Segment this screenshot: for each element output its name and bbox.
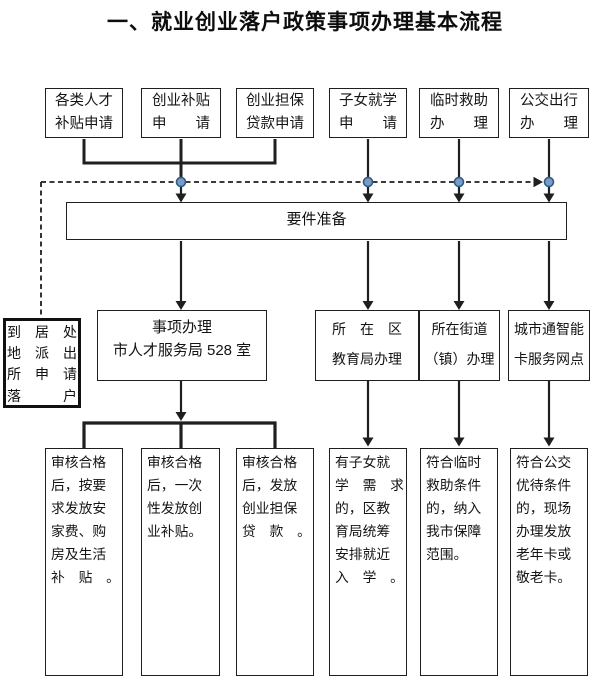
box-result-assistance-coverage: 符合临时救助条件的，纳入我市保障范围。	[420, 448, 498, 676]
junction-dot	[543, 176, 555, 188]
box-district-education-bureau: 所 在 区教育局办理	[315, 310, 419, 381]
junction-dots	[175, 176, 555, 188]
box-requirements-preparation: 要件准备	[66, 202, 567, 240]
branch-connector	[82, 421, 277, 448]
box-children-schooling-application: 子女就学申 请	[329, 88, 407, 138]
page-title: 一、就业创业落户政策事项办理基本流程	[107, 11, 503, 34]
merge-connector	[82, 139, 277, 178]
box-result-settlement-housing-subsidy: 审核合格后，按要求发放安家费、购房及生活补 贴 。	[45, 448, 123, 676]
box-temporary-assistance: 临时救助办 理	[419, 88, 499, 138]
result-arrow-shafts	[366, 381, 551, 438]
box-result-senior-bus-card: 符合公交优待条件的，现场办理发放老年卡或敬老卡。	[510, 448, 588, 676]
box-talent-subsidy-application: 各类人才补贴申请	[45, 88, 123, 138]
box-street-town-office: 所在街道（镇）办理	[419, 310, 500, 381]
box-citycard-service-network: 城市通智能卡服务网点	[508, 310, 590, 381]
prepare-arrow-shafts	[179, 241, 551, 303]
box-startup-loan-application: 创业担保贷款申请	[236, 88, 314, 138]
box-result-startup-subsidy: 审核合格后，一次性发放创业补贴。	[141, 448, 220, 676]
box-matter-handling-talent-bureau: 事项办理市人才服务局 528 室	[97, 310, 267, 381]
box-public-transport: 公交出行办 理	[509, 88, 589, 138]
box-result-school-arrangement: 有子女就学 需 求的，区教育局统筹安排就近入 学 。	[329, 448, 407, 676]
junction-dot	[175, 176, 187, 188]
box-startup-subsidy-application: 创业补贴申 请	[141, 88, 221, 138]
box-result-startup-loan: 审核合格后，发放创业担保贷 款 。	[236, 448, 314, 676]
junction-dot	[453, 176, 465, 188]
junction-dot	[362, 176, 374, 188]
top-arrow-shafts	[179, 139, 551, 195]
box-police-station-settle: 到 居 处地 派 出所 申 请落 户	[3, 318, 81, 408]
